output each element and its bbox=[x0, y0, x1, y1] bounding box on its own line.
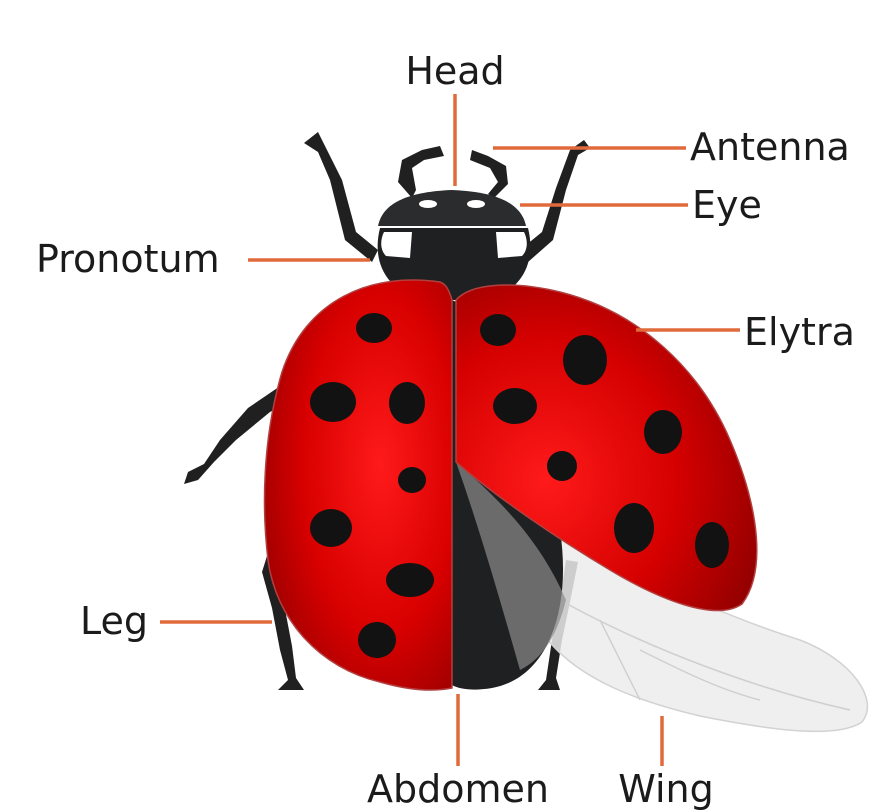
left-antenna bbox=[398, 146, 444, 198]
elytra-label: Elytra bbox=[744, 310, 855, 354]
front-left-leg bbox=[304, 132, 378, 262]
pronotum-left-patch bbox=[381, 232, 412, 258]
leg-label: Leg bbox=[80, 599, 148, 643]
head bbox=[378, 190, 526, 226]
elytron-spot bbox=[547, 451, 577, 481]
pronotum-label: Pronotum bbox=[36, 237, 220, 281]
elytron-spot bbox=[398, 467, 426, 493]
antenna-label: Antenna bbox=[690, 125, 850, 169]
elytron-spot bbox=[480, 314, 516, 346]
elytron-spot bbox=[356, 313, 392, 343]
elytron-spot bbox=[695, 522, 729, 568]
elytron-spot bbox=[644, 410, 682, 454]
right-antenna bbox=[470, 150, 508, 198]
elytron-spot bbox=[386, 563, 434, 597]
right-eye bbox=[467, 200, 485, 208]
elytron-spot bbox=[310, 382, 356, 422]
elytron-spot bbox=[493, 388, 537, 424]
wing-label: Wing bbox=[618, 767, 714, 811]
head-label: Head bbox=[405, 49, 504, 93]
abdomen-label: Abdomen bbox=[367, 767, 549, 811]
eye-label: Eye bbox=[692, 183, 762, 227]
left-elytron bbox=[265, 280, 452, 690]
elytron-spot bbox=[563, 335, 607, 385]
elytron-spot bbox=[358, 622, 396, 658]
left-eye bbox=[419, 200, 437, 208]
front-right-leg bbox=[520, 140, 590, 262]
elytron-spot bbox=[310, 509, 352, 547]
elytron-spot bbox=[389, 382, 425, 424]
pronotum-right-patch bbox=[496, 232, 527, 258]
elytron-spot bbox=[614, 503, 654, 553]
